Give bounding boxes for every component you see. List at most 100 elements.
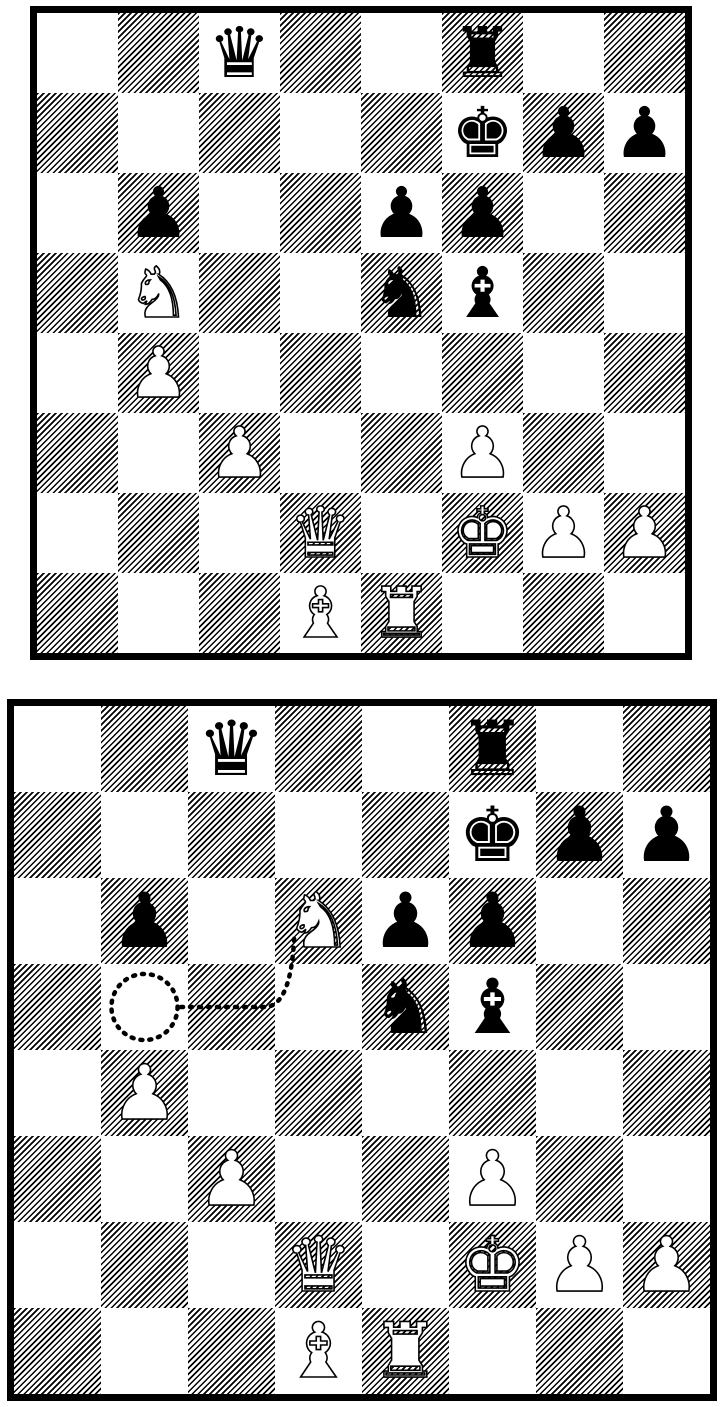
square-c1 [188, 1308, 275, 1394]
square-a3 [14, 1136, 101, 1222]
square-e1 [362, 1308, 449, 1394]
white-king-icon: ♚ [458, 1220, 528, 1309]
square-e8 [361, 13, 442, 93]
square-a4 [37, 333, 118, 413]
square-c2 [199, 493, 280, 573]
square-a5 [37, 253, 118, 333]
square-b5 [101, 964, 188, 1050]
square-d4 [275, 1050, 362, 1136]
square-a8 [37, 13, 118, 93]
white-pawn-icon: ♟ [612, 492, 676, 574]
square-h6 [604, 173, 685, 253]
square-b6 [101, 878, 188, 964]
square-c2 [188, 1222, 275, 1308]
black-queen-icon: ♛ [208, 12, 271, 94]
square-c7 [188, 792, 275, 878]
square-h6 [623, 878, 710, 964]
square-g5 [536, 964, 623, 1050]
white-rook-icon: ♜ [369, 572, 433, 654]
black-pawn-icon: ♟ [613, 92, 676, 174]
square-b6 [118, 173, 199, 253]
square-d7 [275, 792, 362, 878]
square-e5 [361, 253, 442, 333]
black-bishop-icon: ♝ [458, 962, 527, 1051]
square-a3 [37, 413, 118, 493]
square-d5 [280, 253, 361, 333]
square-b2 [118, 493, 199, 573]
square-e1 [361, 573, 442, 653]
square-g6 [523, 173, 604, 253]
square-c7 [199, 93, 280, 173]
black-pawn-icon: ♟ [451, 172, 514, 254]
square-c4 [188, 1050, 275, 1136]
square-f8 [442, 13, 523, 93]
square-f6 [449, 878, 536, 964]
square-d6 [280, 173, 361, 253]
black-king-icon: ♚ [451, 92, 514, 174]
black-bishop-icon: ♝ [451, 252, 514, 334]
square-e3 [362, 1136, 449, 1222]
square-a7 [37, 93, 118, 173]
square-g7 [536, 792, 623, 878]
square-d8 [275, 706, 362, 792]
square-a5 [14, 964, 101, 1050]
square-c1 [199, 573, 280, 653]
square-e4 [362, 1050, 449, 1136]
square-a4 [14, 1050, 101, 1136]
black-rook-icon: ♜ [451, 12, 514, 94]
black-queen-icon: ♛ [197, 704, 266, 793]
square-f1 [449, 1308, 536, 1394]
square-c4 [199, 333, 280, 413]
black-pawn-icon: ♟ [110, 876, 179, 965]
square-h2 [604, 493, 685, 573]
square-h3 [604, 413, 685, 493]
square-a2 [37, 493, 118, 573]
black-knight-icon: ♞ [370, 252, 433, 334]
square-g3 [523, 413, 604, 493]
square-g5 [523, 253, 604, 333]
square-d8 [280, 13, 361, 93]
square-b1 [118, 573, 199, 653]
square-b7 [101, 792, 188, 878]
square-g6 [536, 878, 623, 964]
white-pawn-icon: ♟ [126, 332, 190, 414]
chess-board-before: ♛♜♚♟♟♟♟♟♞♞♝♟♟♟♛♚♟♟♝♜ [30, 6, 692, 660]
square-b1 [101, 1308, 188, 1394]
square-h4 [604, 333, 685, 413]
square-b8 [101, 706, 188, 792]
white-pawn-icon: ♟ [531, 492, 595, 574]
square-g4 [536, 1050, 623, 1136]
square-b3 [101, 1136, 188, 1222]
white-pawn-icon: ♟ [632, 1220, 702, 1309]
black-pawn-icon: ♟ [458, 876, 527, 965]
square-h5 [604, 253, 685, 333]
square-f6 [442, 173, 523, 253]
square-c5 [188, 964, 275, 1050]
square-d2 [280, 493, 361, 573]
square-f2 [449, 1222, 536, 1308]
square-c6 [199, 173, 280, 253]
square-h2 [623, 1222, 710, 1308]
white-pawn-icon: ♟ [207, 412, 271, 494]
square-d3 [275, 1136, 362, 1222]
square-a6 [14, 878, 101, 964]
square-f4 [442, 333, 523, 413]
square-g4 [523, 333, 604, 413]
square-f1 [442, 573, 523, 653]
black-knight-icon: ♞ [371, 962, 440, 1051]
black-pawn-icon: ♟ [127, 172, 190, 254]
square-e7 [361, 93, 442, 173]
white-bishop-icon: ♝ [284, 1306, 354, 1395]
square-a8 [14, 706, 101, 792]
square-c5 [199, 253, 280, 333]
square-g7 [523, 93, 604, 173]
square-a1 [14, 1308, 101, 1394]
white-knight-icon: ♞ [126, 252, 190, 334]
square-b8 [118, 13, 199, 93]
white-king-icon: ♚ [450, 492, 514, 574]
white-pawn-icon: ♟ [545, 1220, 615, 1309]
square-g3 [536, 1136, 623, 1222]
black-rook-icon: ♜ [458, 704, 527, 793]
square-d3 [280, 413, 361, 493]
square-g1 [523, 573, 604, 653]
